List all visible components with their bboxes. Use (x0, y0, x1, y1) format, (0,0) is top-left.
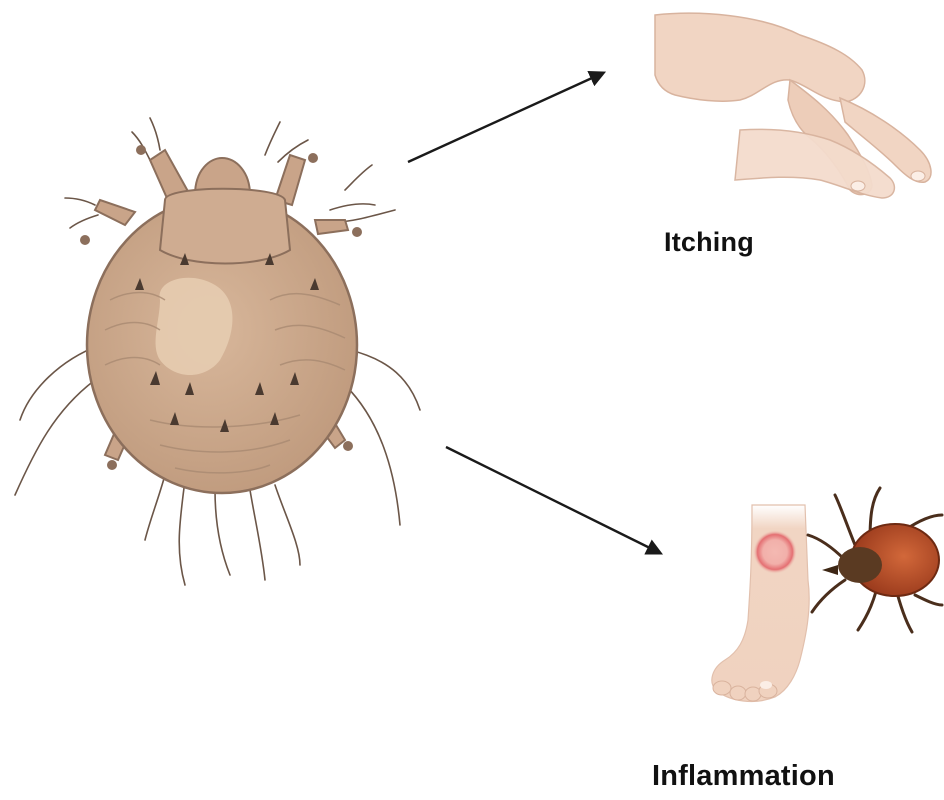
arrow-to-itching (408, 73, 603, 162)
label-inflammation: Inflammation (652, 760, 835, 793)
label-itching: Itching (664, 227, 754, 258)
tick-icon (808, 488, 942, 632)
arrow-to-inflammation (446, 447, 660, 553)
mite-icon (15, 118, 420, 585)
leg-with-rash-icon (712, 505, 809, 701)
scratching-hand-icon (655, 13, 931, 198)
